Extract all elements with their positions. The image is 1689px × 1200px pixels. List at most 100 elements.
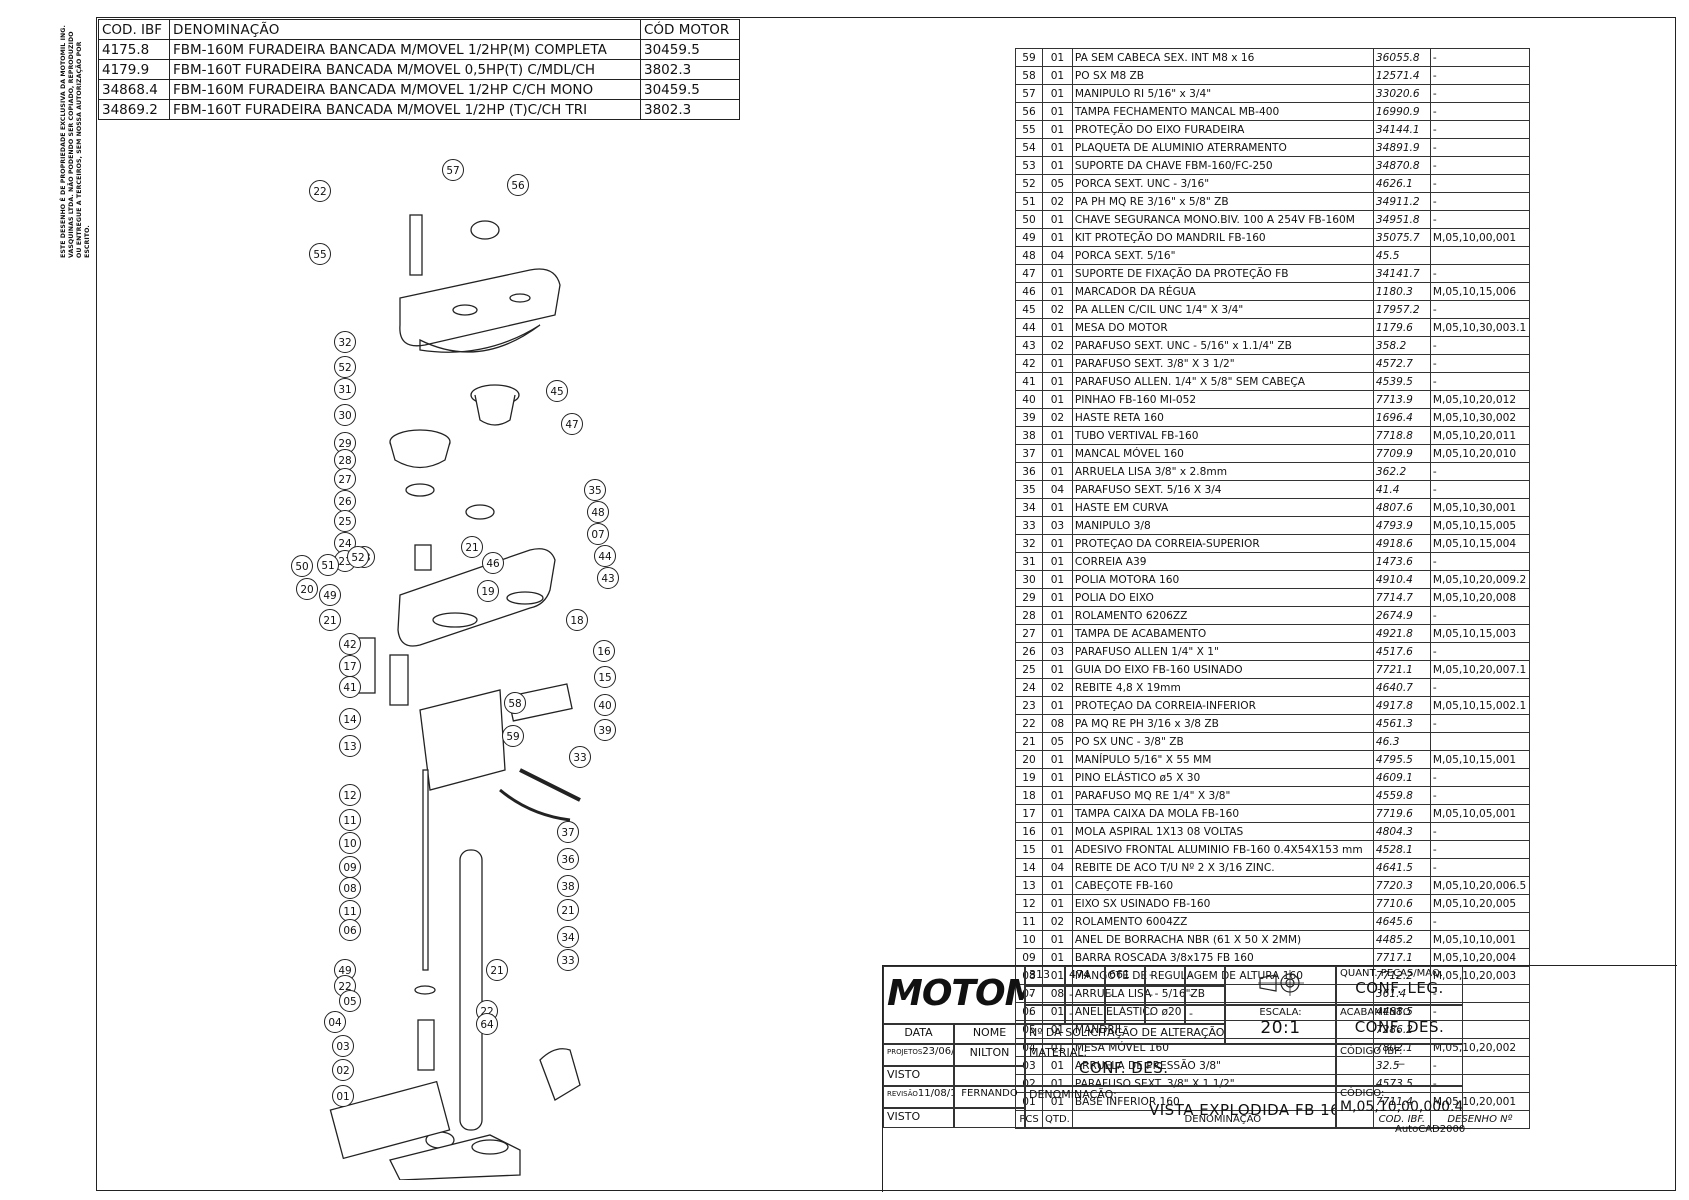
part-name: PA MQ RE PH 3/16 x 3/8 ZB [1071,714,1374,733]
part-pcs: 29 [1015,588,1043,607]
revisao-label: REVISÃO [887,1090,918,1098]
part-pcs: 44 [1015,318,1043,337]
part-pcs: 58 [1015,66,1043,85]
part-pcs: 26 [1015,642,1043,661]
part-qtd: 02 [1042,678,1073,697]
part-pcs: 10 [1015,930,1043,949]
part-pcs: 21 [1015,732,1043,751]
part-drawing: M,05,10,20,012 [1429,390,1530,409]
part-callout: 10 [339,832,361,854]
part-pcs: 36 [1015,462,1043,481]
part-drawing: M,05,10,20,001 [1429,1092,1530,1111]
part-pcs: 47 [1015,264,1043,283]
acabamento-cell: ACABAMENTO CONF. DES. [1336,1005,1463,1044]
part-qtd: 01 [1042,138,1073,157]
part-name: MOLA ASPIRAL 1X13 08 VOLTAS [1071,822,1374,841]
part-qtd: 01 [1042,930,1073,949]
part-cod-ibf: 4626.1 [1372,174,1431,193]
part-qtd: 02 [1042,192,1073,211]
part-cod-ibf: 4559.8 [1372,786,1431,805]
part-callout: 01 [332,1085,354,1107]
part-cod-ibf: 35075.7 [1372,228,1431,247]
part-qtd: 03 [1042,516,1073,535]
rev-blank: - [1105,1005,1145,1024]
part-drawing: - [1429,858,1530,877]
material-label: MATERIAL: [1029,1046,1088,1059]
part-callout: 36 [557,848,579,870]
part-name: PARAFUSO SEXT. 3/8" X 3 1/2" [1071,354,1374,373]
model-motor: 3802.3 [640,59,740,80]
part-callout: 35 [584,479,606,501]
part-pcs: 13 [1015,876,1043,895]
part-callout: 02 [332,1059,354,1081]
escala-label: ESCALA: [1259,1007,1302,1018]
part-pcs: 18 [1015,786,1043,805]
models-header-row: COD. IBF DENOMINAÇÃO CÓD MOTOR [98,19,740,40]
material-value: CONF. DES. [1079,1059,1169,1077]
part-callout: 21 [557,899,579,921]
part-callout: 45 [546,380,568,402]
denominacao-value: VISTA EXPLODIDA FB 160 [1149,1101,1336,1119]
part-qtd: 02 [1042,336,1073,355]
part-pcs: 24 [1015,678,1043,697]
part-drawing: M,05,10,20,006.5 [1429,876,1530,895]
rev-blank: - [1145,986,1185,1005]
part-callout: 40 [594,694,616,716]
part-name: PORCA SEXT. UNC - 3/16" [1071,174,1374,193]
part-pcs: 35 [1015,480,1043,499]
part-drawing: - [1429,678,1530,697]
part-name: PROTEÇÃO DO EIXO FURADEIRA [1071,120,1374,139]
part-pcs: 40 [1015,390,1043,409]
part-cod-ibf: 1473.6 [1372,552,1431,571]
visto2-blank [954,1108,1025,1128]
projetos-name: NILTON [954,1044,1025,1066]
quant-cell: QUANT. PEÇAS/MAQ. CONF. LEG. [1336,966,1463,1005]
models-row: 34868.4 FBM-160M FURADEIRA BANCADA M/MOV… [98,79,740,100]
part-pcs: 22 [1015,714,1043,733]
part-qtd: 04 [1042,246,1073,265]
part-cod-ibf: 4807.6 [1372,498,1431,517]
part-pcs: 45 [1015,300,1043,319]
part-drawing: - [1429,912,1530,931]
part-name: EIXO SX USINADO FB-160 [1071,894,1374,913]
part-name: PA SEM CABECA SEX. INT M8 x 16 [1071,48,1374,67]
part-cod-ibf: 34951.8 [1372,210,1431,229]
spindle-part [422,769,429,971]
part-callout: 47 [561,413,583,435]
part-cod-ibf: 1696.4 [1372,408,1431,427]
projetos-date: 23/06/04 [922,1046,954,1057]
denominacao-label: DENOMINAÇÃO: [1029,1088,1117,1101]
part-name: SUPORTE DE FIXAÇÃO DA PROTEÇÃO FB [1071,264,1374,283]
part-qtd: 02 [1042,408,1073,427]
part-drawing: - [1429,138,1530,157]
rev-blank: - [1065,1005,1105,1024]
part-pcs: 16 [1015,822,1043,841]
part-pcs: 46 [1015,282,1043,301]
part-pcs: 59 [1015,48,1043,67]
part-callout: 64 [476,1013,498,1035]
part-callout: 03 [332,1035,354,1057]
part-qtd: 01 [1042,606,1073,625]
part-name: CHAVE SEGURANCA MONO.BIV. 100 A 254V FB-… [1071,210,1374,229]
revisao-cell: REVISÃO11/08/17 [883,1086,954,1108]
rev-blank: - [1185,1005,1225,1024]
part-name: ROLAMENTO 6004ZZ [1071,912,1374,931]
part-qtd: 02 [1042,300,1073,319]
part-drawing: - [1429,822,1530,841]
part-drawing: M,05,10,30,003.1 [1429,318,1530,337]
model-code: 4179.9 [98,59,170,80]
